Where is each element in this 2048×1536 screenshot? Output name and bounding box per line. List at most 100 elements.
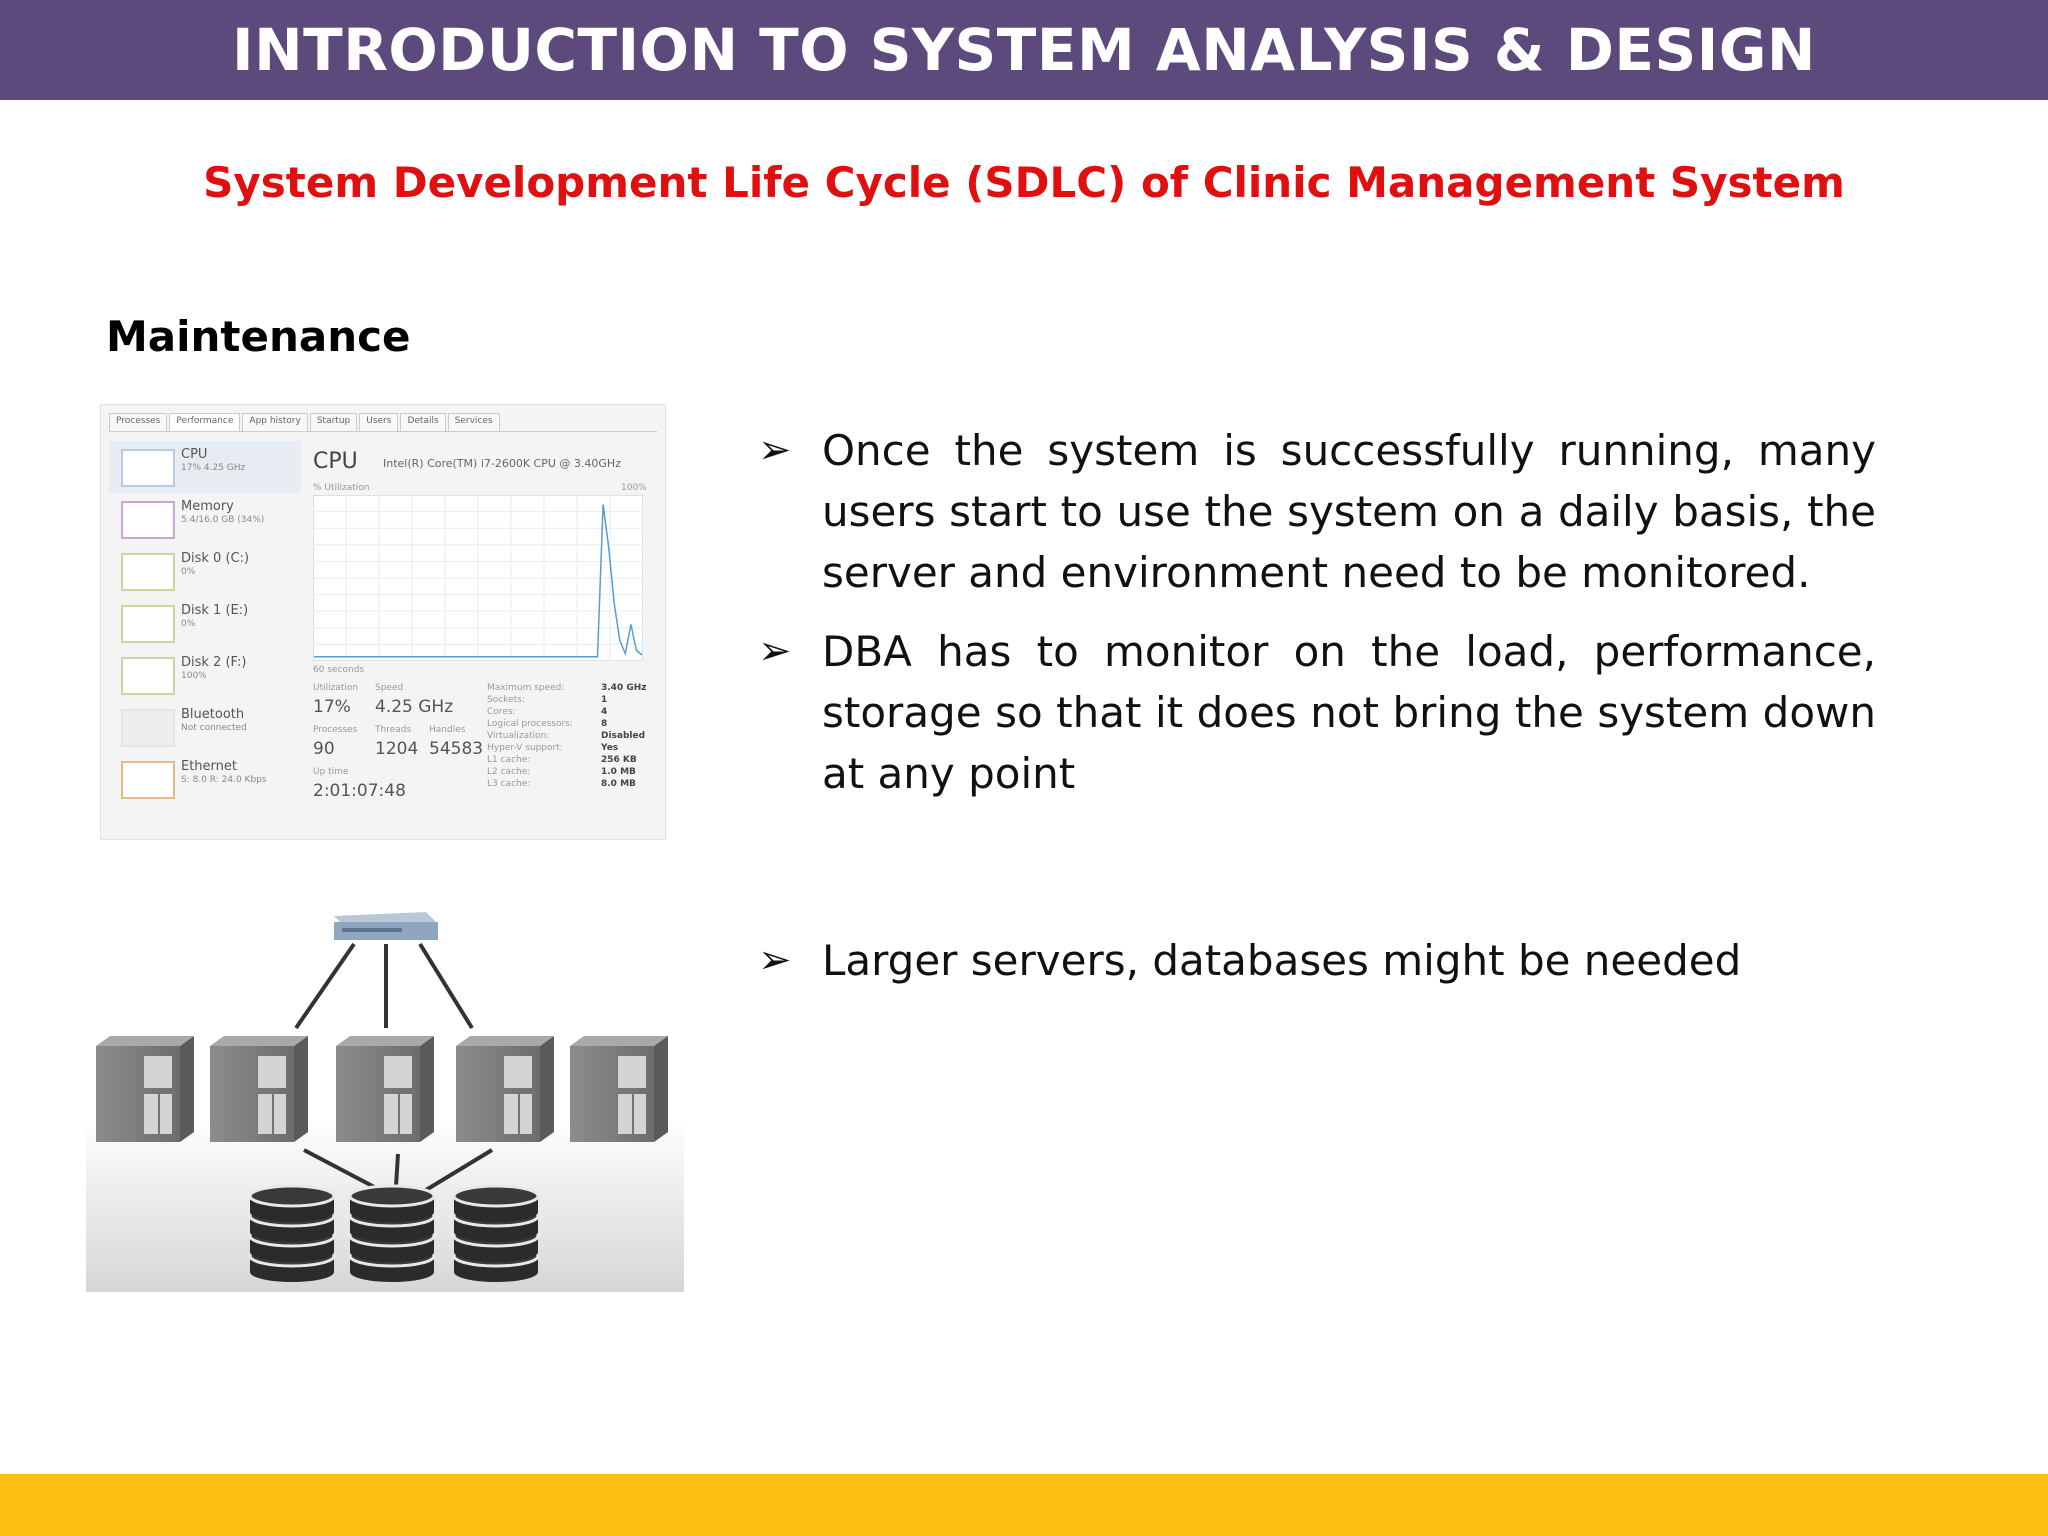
server-tower-icon [96, 1036, 194, 1142]
detail-value: 3.40 GHz [601, 683, 647, 693]
bullet-item: ➢ DBA has to monitor on the load, perfor… [758, 621, 1876, 804]
arrow-bullet-icon: ➢ [758, 937, 792, 983]
slide-title: INTRODUCTION TO SYSTEM ANALYSIS & DESIGN [232, 16, 1816, 84]
sidebar-item-label: Memory [181, 499, 234, 514]
network-switch-icon [334, 912, 438, 940]
sidebar-item-ethernet: Ethernet S: 8.0 R: 24.0 Kbps [109, 753, 301, 805]
sidebar-item-label: Disk 2 (F:) [181, 655, 247, 670]
detail-label: Logical processors: [487, 719, 573, 729]
sidebar-item-sublabel: S: 8.0 R: 24.0 Kbps [181, 775, 267, 785]
handles-value: 54583 [429, 739, 484, 759]
bullet-text: DBA has to monitor on the load, performa… [822, 627, 1876, 798]
detail-label: L2 cache: [487, 767, 531, 777]
tab-performance: Performance [169, 413, 241, 431]
sidebar-item-sublabel: 100% [181, 671, 207, 681]
cpu-usage-line [314, 504, 643, 658]
processor-name: Intel(R) Core(TM) i7-2600K CPU @ 3.40GHz [383, 457, 621, 470]
speed-label: Speed [375, 683, 404, 693]
bullet-list: ➢ Once the system is successfully runnin… [758, 420, 1876, 822]
database-disk-top [452, 1184, 540, 1208]
sidebar-item-sublabel: 0% [181, 567, 196, 577]
cpu-title: CPU [313, 449, 358, 474]
bullet-text: Larger servers, databases might be neede… [822, 936, 1742, 985]
detail-label: Virtualization: [487, 731, 550, 741]
database-icon [348, 1184, 436, 1282]
database-disk-top [248, 1184, 336, 1208]
task-manager-sidebar: CPU 17% 4.25 GHz Memory 5.4/16.0 GB (34%… [109, 441, 301, 839]
task-manager-tabs: Processes Performance App history Startu… [109, 413, 657, 432]
graph-time-label: 60 seconds [313, 665, 365, 675]
detail-label: Cores: [487, 707, 516, 717]
database-icon [452, 1184, 540, 1282]
sidebar-item-label: Disk 1 (E:) [181, 603, 249, 618]
graph-grid [313, 495, 643, 661]
detail-label: Sockets: [487, 695, 525, 705]
bullet-text: Once the system is successfully running,… [822, 426, 1876, 597]
server-tower-icon [210, 1036, 308, 1142]
server-tower-icon [336, 1036, 434, 1142]
server-tower-icon [570, 1036, 668, 1142]
sidebar-item-label: CPU [181, 447, 208, 462]
sidebar-item-disk-0: Disk 0 (C:) 0% [109, 545, 301, 597]
detail-label: Maximum speed: [487, 683, 565, 693]
processes-value: 90 [313, 739, 335, 759]
slide-footer-bar [0, 1474, 2048, 1536]
tab-users: Users [359, 413, 399, 431]
tab-details: Details [400, 413, 446, 431]
utilization-value: 17% [313, 697, 351, 717]
tab-processes: Processes [109, 413, 168, 431]
sidebar-item-sublabel: 5.4/16.0 GB (34%) [181, 515, 265, 525]
sidebar-item-disk-1: Disk 1 (E:) 0% [109, 597, 301, 649]
database-connection-lines [303, 1148, 494, 1192]
utilization-label: Utilization [313, 683, 359, 693]
bullet-item: ➢ Larger servers, databases might be nee… [758, 930, 1876, 991]
bluetooth-thumbnail [121, 709, 175, 747]
detail-value: 8.0 MB [601, 779, 636, 789]
slide-header: INTRODUCTION TO SYSTEM ANALYSIS & DESIGN [0, 0, 2048, 100]
detail-value: 256 KB [601, 755, 637, 765]
sidebar-item-bluetooth: Bluetooth Not connected [109, 701, 301, 753]
server-database-diagram [86, 904, 684, 1292]
task-manager-image: Processes Performance App history Startu… [100, 404, 666, 840]
detail-value: 1 [601, 695, 608, 705]
tab-app-history: App history [242, 413, 308, 431]
handles-label: Handles [429, 725, 466, 735]
detail-value: 4 [601, 707, 608, 717]
arrow-bullet-icon: ➢ [758, 427, 792, 473]
sidebar-item-sublabel: 17% 4.25 GHz [181, 463, 246, 473]
switch-connection-lines [294, 942, 474, 1030]
database-icon [248, 1184, 336, 1282]
server-towers [96, 1036, 668, 1142]
cpu-thumbnail [121, 449, 175, 487]
uptime-value: 2:01:07:48 [313, 781, 406, 801]
bullet-item: ➢ Once the system is successfully runnin… [758, 420, 1876, 603]
threads-label: Threads [375, 725, 412, 735]
slide-subtitle: System Development Life Cycle (SDLC) of … [203, 158, 1845, 207]
task-manager-main: CPU Intel(R) Core(TM) i7-2600K CPU @ 3.4… [311, 441, 657, 839]
graph-label: % Utilization [313, 483, 370, 493]
ethernet-thumbnail [121, 761, 175, 799]
server-tower-icon [456, 1036, 554, 1142]
section-title: Maintenance [106, 312, 411, 361]
sidebar-item-label: Bluetooth [181, 707, 245, 722]
sidebar-item-memory: Memory 5.4/16.0 GB (34%) [109, 493, 301, 545]
detail-value: Yes [601, 743, 619, 753]
disk-thumbnail [121, 657, 175, 695]
detail-value: 1.0 MB [601, 767, 636, 777]
detail-value: Disabled [601, 731, 646, 741]
tab-services: Services [447, 413, 500, 431]
sidebar-item-sublabel: 0% [181, 619, 196, 629]
tab-startup: Startup [309, 413, 358, 431]
sidebar-item-label: Disk 0 (C:) [181, 551, 250, 566]
arrow-bullet-icon: ➢ [758, 628, 792, 674]
graph-max-label: 100% [621, 483, 647, 493]
sidebar-item-cpu: CPU 17% 4.25 GHz [109, 441, 301, 493]
cpu-utilization-graph [313, 495, 643, 661]
sidebar-item-label: Ethernet [181, 759, 237, 774]
database-stacks [248, 1184, 540, 1282]
detail-label: L1 cache: [487, 755, 531, 765]
processes-label: Processes [313, 725, 358, 735]
database-disk-top [348, 1184, 436, 1208]
detail-label: Hyper-V support: [487, 743, 563, 753]
disk-thumbnail [121, 605, 175, 643]
